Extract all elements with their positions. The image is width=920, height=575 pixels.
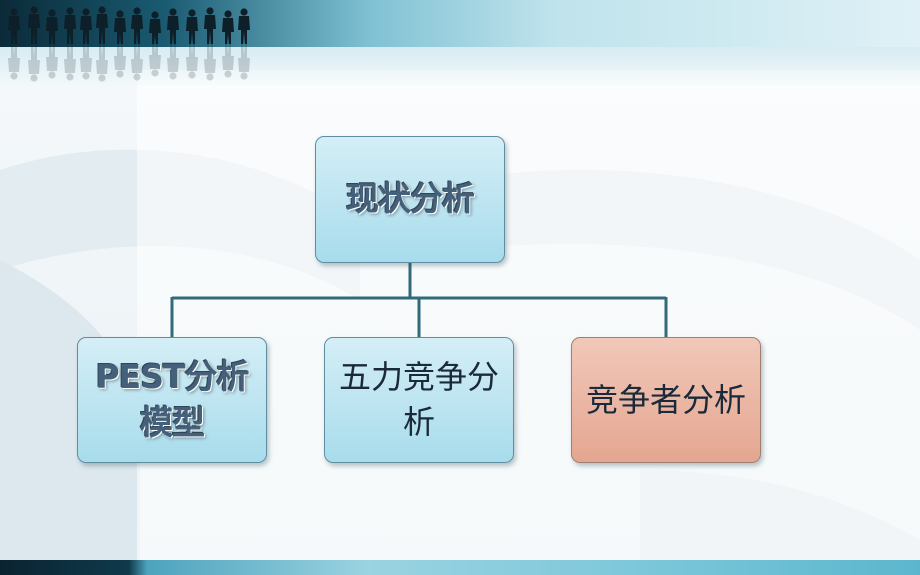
node-competitor-analysis: 竞争者分析	[571, 337, 761, 463]
bottom-banner	[0, 560, 920, 575]
person-reflection-icon	[204, 44, 216, 81]
node-label: PEST分析模型	[95, 356, 249, 442]
node-label: 竞争者分析	[586, 380, 747, 419]
person-reflection-icon	[114, 44, 126, 78]
person-silhouette-icon	[238, 8, 250, 44]
person-silhouette-icon	[28, 6, 40, 44]
node-label: 现状分析	[346, 179, 475, 219]
node-five-forces: 五力竞争分析	[324, 337, 514, 463]
person-reflection-icon	[8, 44, 20, 80]
person-silhouette-icon	[46, 9, 58, 44]
node-current-situation: 现状分析	[315, 136, 505, 263]
person-reflection-icon	[131, 44, 143, 81]
person-reflection-icon	[149, 44, 161, 77]
person-reflection-icon	[80, 44, 92, 80]
business-people-silhouettes-icon	[8, 6, 250, 82]
person-reflection-icon	[46, 44, 58, 79]
person-reflection-icon	[186, 44, 198, 79]
person-silhouette-icon	[149, 11, 161, 44]
node-pest-model: PEST分析模型	[77, 337, 267, 463]
person-silhouette-icon	[167, 8, 179, 44]
person-reflection-icon	[28, 44, 40, 82]
node-label: 五力竞争分析	[339, 358, 500, 441]
top-banner-reflection	[0, 47, 920, 87]
person-silhouette-icon	[204, 7, 216, 44]
person-silhouette-icon	[131, 7, 143, 44]
person-reflection-icon	[238, 44, 250, 80]
person-reflection-icon	[64, 44, 76, 81]
person-silhouette-icon	[8, 8, 20, 44]
person-silhouette-icon	[222, 10, 234, 44]
person-reflection-icon	[96, 44, 108, 82]
person-reflection-icon	[167, 44, 179, 80]
person-silhouette-icon	[96, 6, 108, 44]
person-silhouette-icon	[64, 7, 76, 44]
person-silhouette-icon	[80, 8, 92, 44]
person-reflection-icon	[222, 44, 234, 78]
content-panel	[137, 70, 920, 560]
person-silhouette-icon	[114, 10, 126, 44]
person-silhouette-icon	[186, 9, 198, 44]
